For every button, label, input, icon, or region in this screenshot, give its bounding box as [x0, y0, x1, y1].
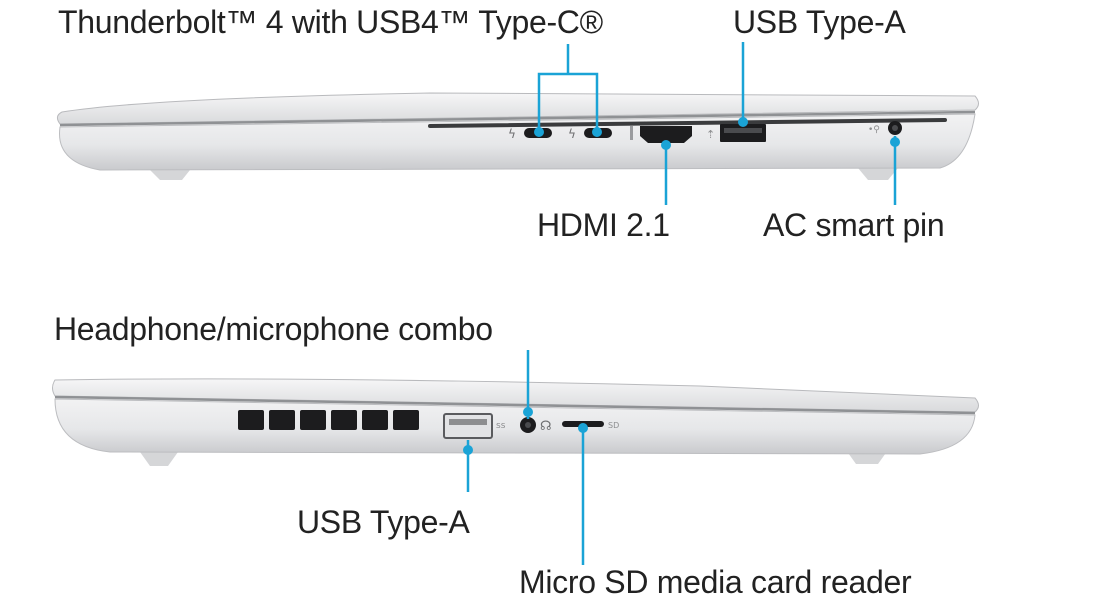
laptop-lid-bottom [52, 378, 979, 413]
usb-a-port-bottom-tongue [449, 419, 487, 425]
foot-right [858, 168, 898, 180]
thunderbolt-symbol-1-icon: ϟ [508, 127, 516, 141]
usb-a-bottom-dot [463, 445, 473, 455]
laptop-right-side: ϟ ϟ ⇡ •⚲ [56, 92, 979, 180]
usb-a-port-bottom [443, 413, 493, 439]
top-callouts [537, 42, 897, 205]
headphone-dot [523, 407, 533, 417]
bottom-callout-dots [463, 407, 588, 455]
usb-symbol-top-icon: ⇡ [706, 128, 715, 141]
headphone-label: Headphone/microphone combo [54, 311, 493, 347]
vent-slot [331, 410, 357, 430]
laptop-left-side: ss ☊ SD [52, 378, 979, 466]
vent-slot [269, 410, 295, 430]
lid-seam [59, 110, 976, 127]
vent-slot [362, 410, 388, 430]
lid-seam-bottom [54, 395, 976, 415]
foot-left [150, 170, 190, 180]
thunderbolt-symbol-2-icon: ϟ [568, 127, 576, 141]
power-symbol-icon: •⚲ [868, 125, 880, 135]
top-callout-dots [534, 117, 900, 150]
laptop-lid [56, 92, 979, 125]
vent-slot [238, 410, 264, 430]
hdmi-label: HDMI 2.1 [537, 207, 670, 243]
usb-a-bottom-label: USB Type-A [297, 504, 470, 540]
usb-symbol-bottom-icon: ss [496, 421, 506, 431]
headset-icon: ☊ [540, 419, 552, 434]
vent-slot [300, 410, 326, 430]
headphone-jack-core [525, 422, 531, 428]
base-groove [428, 118, 947, 128]
foot-left-bottom [140, 452, 178, 466]
thunderbolt-dot-1 [534, 127, 544, 137]
ac-smart-pin-core [892, 125, 898, 131]
vent-slot [393, 410, 419, 430]
thunderbolt-label: Thunderbolt™ 4 with USB4™ Type-C® [58, 4, 603, 40]
hdmi-dot [661, 140, 671, 150]
usb-a-port-top-tongue [724, 128, 762, 133]
usb-a-top-dot [738, 117, 748, 127]
hdmi-port [640, 126, 692, 143]
ac-smart-pin-label: AC smart pin [763, 207, 945, 243]
sd-mark: SD [608, 421, 619, 430]
thunderbolt-callout-line [537, 44, 599, 128]
usb-a-top-label: USB Type-A [733, 4, 906, 40]
hdmi-symbol-icon [630, 126, 633, 140]
ac-pin-dot [890, 137, 900, 147]
vent-grille [238, 410, 419, 430]
sd-reader-label: Micro SD media card reader [519, 564, 912, 600]
sd-dot [578, 423, 588, 433]
thunderbolt-dot-2 [592, 127, 602, 137]
